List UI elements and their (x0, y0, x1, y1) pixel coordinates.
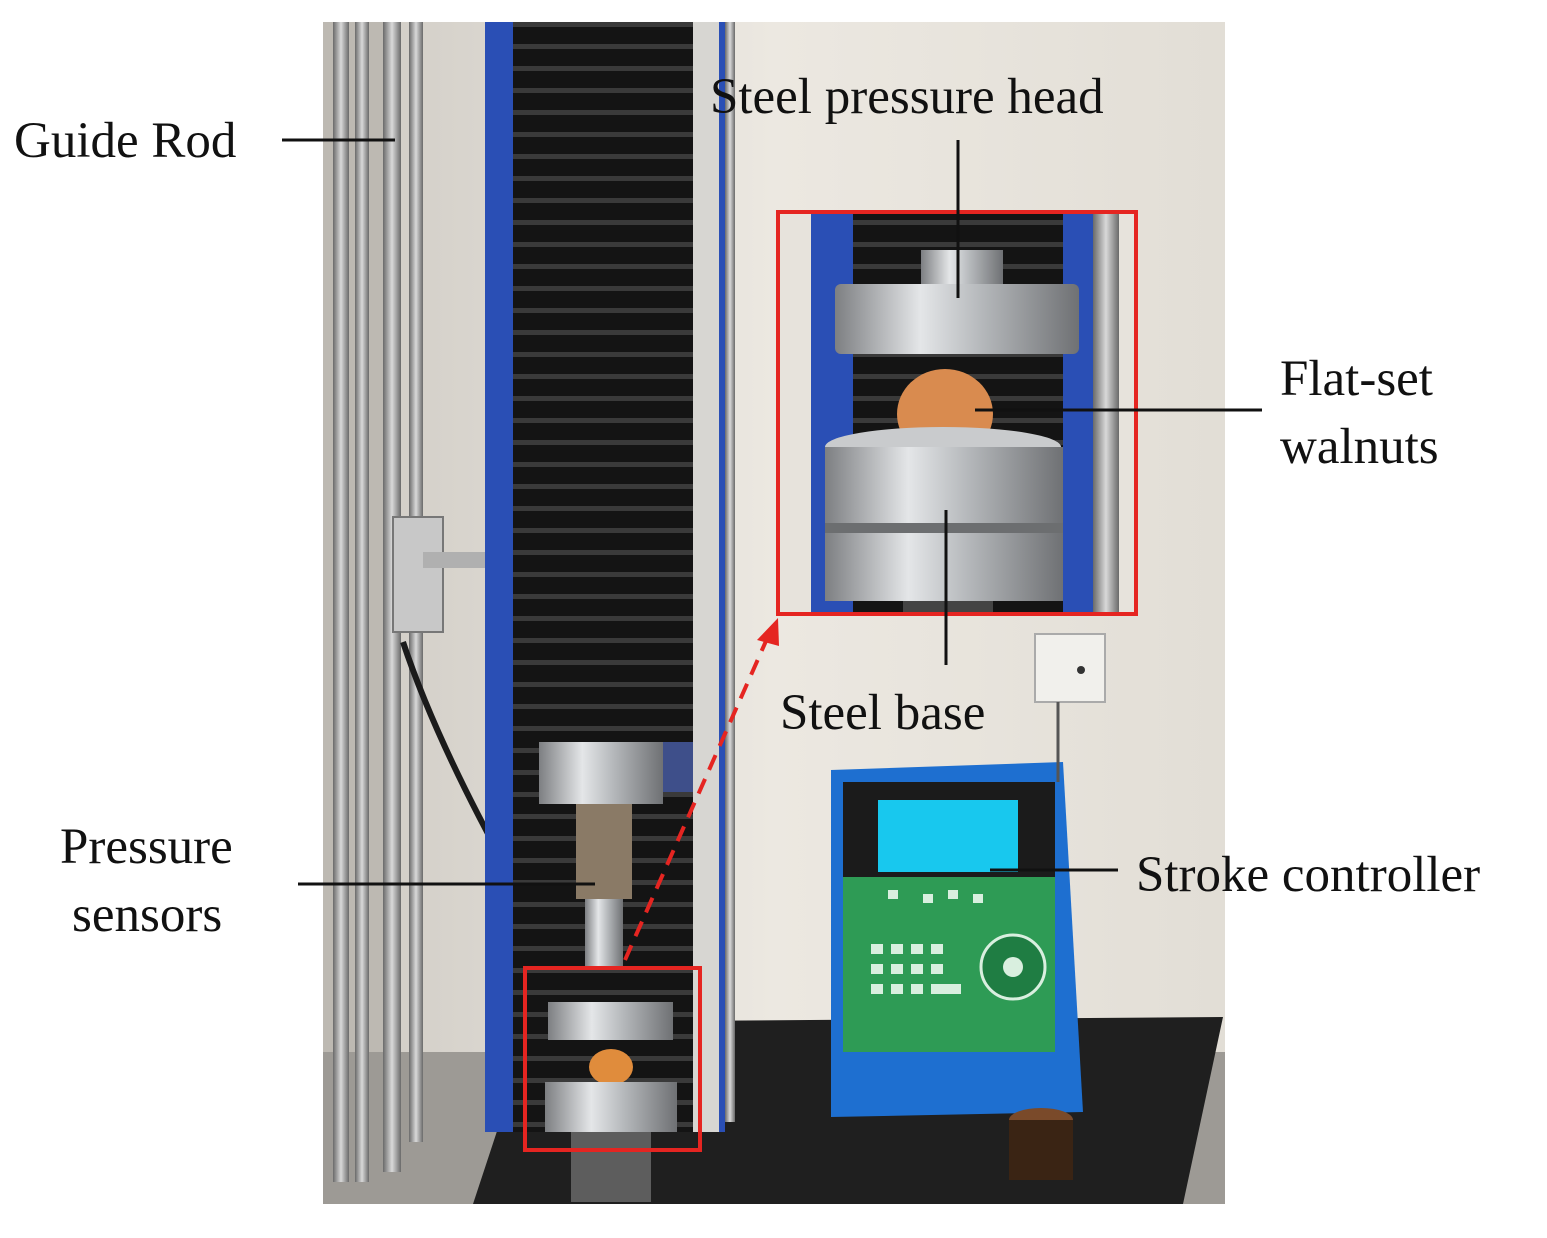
arrow-head (757, 618, 779, 646)
sample-highlight-box (523, 966, 702, 1152)
dashed-arrow (623, 631, 772, 961)
photo-tensile-tester (323, 22, 1225, 1204)
label-guide-rod: Guide Rod (14, 113, 237, 169)
label-pressure-sensors-line2: sensors (72, 887, 223, 943)
label-pressure-sensors-line1: Pressure (60, 819, 233, 875)
label-flat-set-walnuts-line1: Flat-set (1280, 351, 1433, 407)
label-steel-base: Steel base (780, 685, 986, 741)
label-flat-set-walnuts-line2: walnuts (1280, 419, 1439, 475)
label-steel-pressure-head: Steel pressure head (710, 69, 1104, 125)
label-stroke-controller: Stroke controller (1136, 847, 1481, 903)
